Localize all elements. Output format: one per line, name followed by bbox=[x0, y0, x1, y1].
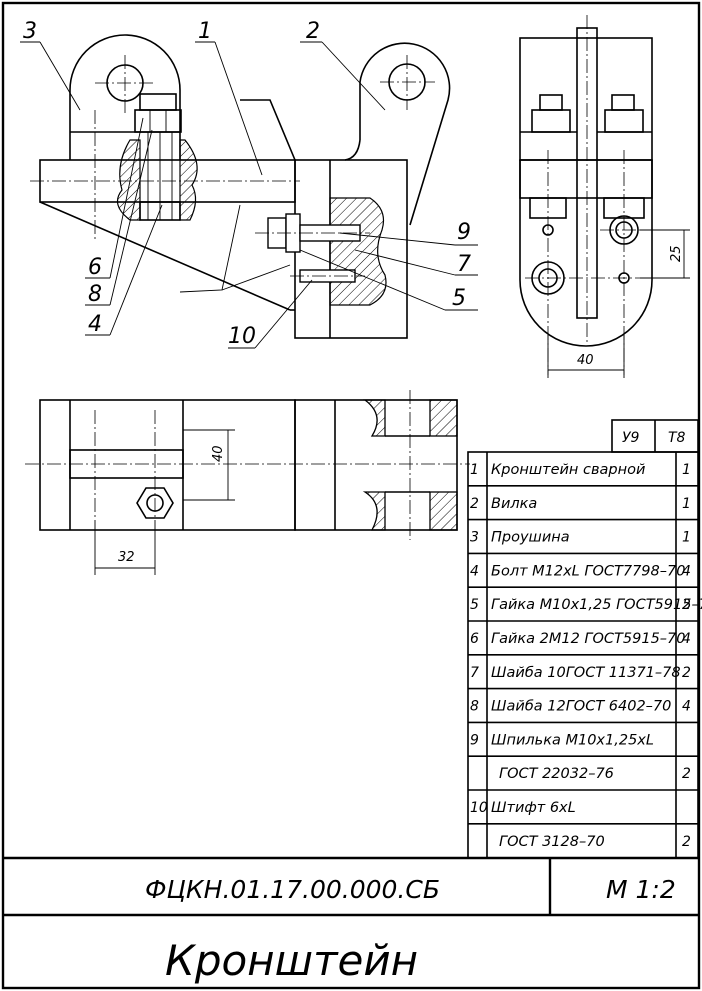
callout-2: 2 bbox=[306, 19, 320, 44]
drawing-scale: М 1:2 bbox=[606, 875, 676, 904]
side-view: 25 40 bbox=[519, 15, 690, 378]
document-code: ФЦКН.01.17.00.000.СБ bbox=[145, 875, 440, 904]
spec-row-name: Шпилька М10x1,25xL bbox=[491, 732, 654, 748]
spec-row-position: 10 bbox=[470, 800, 488, 816]
callout-1: 1 bbox=[198, 19, 212, 44]
callout-3: 3 bbox=[23, 19, 37, 44]
spec-row-position: 8 bbox=[470, 699, 479, 715]
spec-row-position: 2 bbox=[470, 496, 479, 512]
spec-row-name: ГОСТ 3128–70 bbox=[499, 834, 605, 850]
spec-row-quantity: 1 bbox=[682, 530, 691, 546]
callout-10: 10 bbox=[228, 324, 256, 349]
spec-row-position: 3 bbox=[470, 530, 479, 546]
spec-row-quantity: 4 bbox=[682, 699, 691, 715]
spec-row-name: Гайка 2М12 ГОСТ5915–70 bbox=[491, 631, 686, 647]
spec-row-quantity: 1 bbox=[682, 496, 691, 512]
spec-row-position: 9 bbox=[470, 732, 479, 748]
spec-row-position: 6 bbox=[470, 631, 479, 647]
spec-row-name: Шайба 12ГОСТ 6402–70 bbox=[491, 699, 671, 715]
spec-row-name: Гайка М10x1,25 ГОСТ5915–70 bbox=[491, 597, 702, 613]
specification-table: У9 Т8 1 Кронштейн сварной 1 2 Вилка 1 3 Проушин… bbox=[467, 419, 702, 859]
spec-row-name: Болт М12xL ГОСТ7798–70 bbox=[491, 563, 685, 579]
spec-header-c2: Т8 bbox=[668, 430, 686, 446]
spec-row-name: ГОСТ 22032–76 bbox=[499, 766, 614, 782]
spec-row-name: Проушина bbox=[491, 530, 570, 546]
title-block: ФЦКН.01.17.00.000.СБ М 1:2 Кронштейн bbox=[3, 856, 699, 985]
callout-8: 8 bbox=[88, 282, 102, 307]
front-view bbox=[30, 34, 451, 339]
drawing-title: Кронштейн bbox=[165, 936, 418, 985]
spec-row-quantity: 1 bbox=[682, 462, 691, 478]
plan-view: 40 32 bbox=[25, 390, 470, 575]
callouts: 3 1 2 6 8 4 9 7 5 10 bbox=[20, 19, 478, 349]
spec-row-quantity: 4 bbox=[682, 631, 691, 647]
callout-7: 7 bbox=[457, 252, 471, 277]
callout-6: 6 bbox=[88, 255, 102, 280]
dim-40-side: 40 bbox=[577, 353, 594, 368]
spec-row-quantity: 2 bbox=[682, 597, 691, 613]
dim-40-plan: 40 bbox=[211, 445, 226, 462]
spec-row-name: Вилка bbox=[491, 496, 537, 512]
spec-row-position: 1 bbox=[470, 462, 479, 478]
callout-5: 5 bbox=[452, 286, 466, 311]
dim-25: 25 bbox=[669, 245, 684, 262]
spec-row-position: 4 bbox=[470, 563, 479, 579]
spec-row-name: Шайба 10ГОСТ 11371–78 bbox=[491, 665, 681, 681]
spec-row-position: 5 bbox=[470, 597, 479, 613]
spec-row-position: 7 bbox=[470, 665, 479, 681]
spec-row-quantity: 2 bbox=[682, 665, 691, 681]
callout-4: 4 bbox=[88, 312, 102, 337]
spec-row-name: Штифт 6xL bbox=[491, 800, 576, 816]
spec-row-quantity: 2 bbox=[682, 834, 691, 850]
spec-row-name: Кронштейн сварной bbox=[491, 462, 645, 478]
spec-header-c1: У9 bbox=[622, 430, 640, 446]
spec-row-quantity: 2 bbox=[682, 766, 691, 782]
callout-9: 9 bbox=[457, 220, 471, 245]
dim-32: 32 bbox=[118, 550, 135, 565]
spec-row-quantity: 4 bbox=[682, 563, 691, 579]
